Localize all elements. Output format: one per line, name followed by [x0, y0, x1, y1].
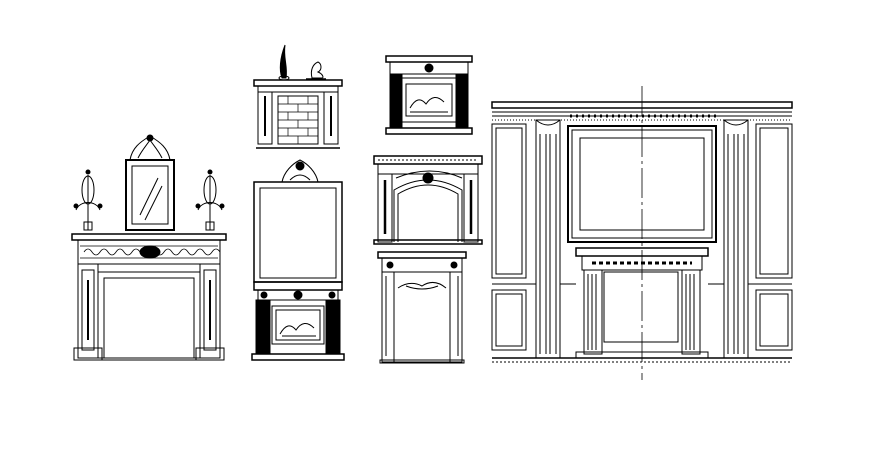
carved-mantel-arched: [373, 155, 483, 245]
mantel-with-mirror-and-candelabra: [71, 134, 227, 361]
fireplace-with-tall-mirror: [251, 159, 345, 361]
insert-fireplace-small: [385, 55, 473, 135]
brick-fireplace-small: [253, 44, 343, 149]
paneled-wall-elevation: [491, 86, 793, 380]
tall-console-fireplace: [377, 251, 467, 364]
